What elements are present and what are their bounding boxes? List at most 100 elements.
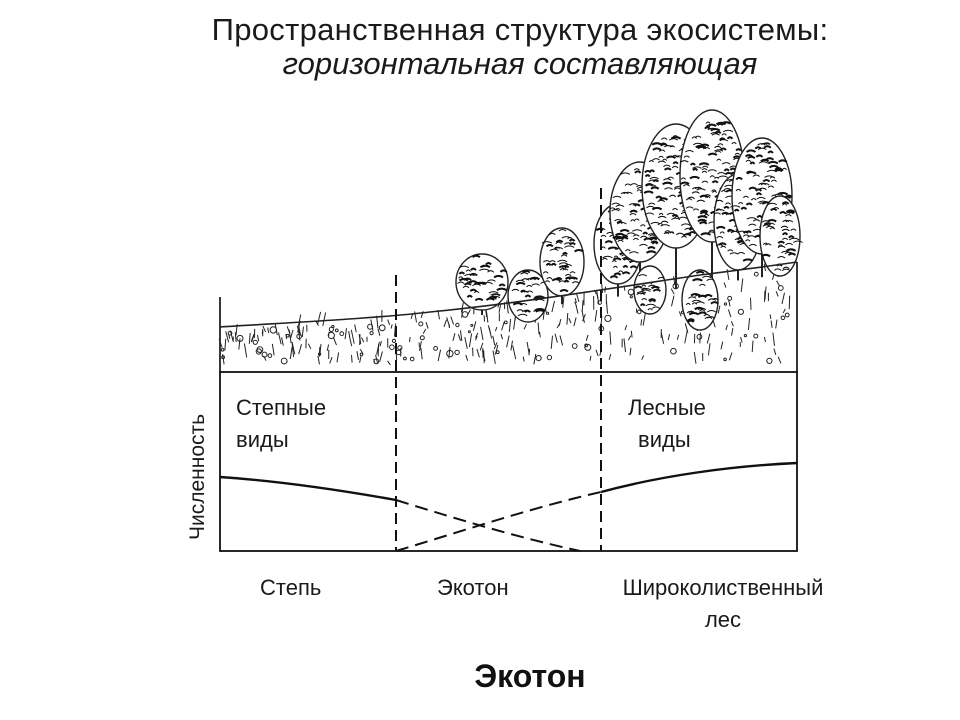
foliage-stroke — [687, 319, 695, 323]
foliage-stroke — [721, 211, 730, 216]
foliage-stroke — [522, 309, 531, 313]
foliage-stroke — [614, 232, 625, 237]
shrub-dot — [369, 331, 374, 336]
steppe-species-label-line1: Степные — [236, 395, 327, 420]
shrub-dot — [269, 326, 277, 334]
grass-stroke — [291, 343, 295, 357]
shrub-dot — [334, 328, 339, 333]
zone-label-forest: Широколиственный лес — [600, 572, 846, 636]
foliage-stroke — [793, 240, 803, 243]
foliage-stroke — [720, 121, 732, 125]
shrub-dot — [535, 355, 542, 362]
foliage-stroke — [758, 161, 769, 164]
foliage-stroke — [609, 275, 619, 279]
foliage-stroke — [550, 262, 557, 267]
foliage-stroke — [624, 183, 632, 186]
grass-stroke — [601, 284, 603, 293]
foliage-stroke — [641, 284, 647, 287]
foliage-stroke — [640, 289, 651, 292]
grass-stroke — [422, 328, 427, 334]
foliage-stroke — [770, 179, 777, 182]
foliage-stroke — [535, 309, 546, 313]
foliage-stroke — [602, 255, 613, 259]
foliage-stroke — [782, 167, 787, 170]
foliage-stroke — [715, 209, 725, 212]
foliage-stroke — [790, 228, 797, 231]
grass-stroke — [350, 329, 355, 344]
foliage-stroke — [474, 297, 484, 302]
grass-stroke — [468, 333, 473, 348]
foliage-stroke — [716, 158, 722, 161]
foliage-stroke — [779, 211, 787, 215]
grass-stroke — [537, 322, 540, 335]
grass-stroke — [594, 310, 598, 322]
grass-stroke — [562, 296, 565, 308]
foliage-stroke — [767, 150, 774, 154]
grass-stroke — [595, 349, 599, 357]
steppe-species-label-line2: виды — [236, 427, 289, 452]
grass-stroke — [336, 352, 340, 363]
foliage-stroke — [515, 281, 526, 286]
grass-stroke — [728, 299, 731, 307]
foliage-stroke — [617, 239, 624, 243]
foliage-stroke — [563, 279, 570, 283]
grass-stroke — [301, 326, 304, 338]
grass-stroke — [723, 282, 727, 288]
grass-stroke — [493, 342, 498, 350]
tree — [759, 195, 803, 277]
shrub-dot — [455, 322, 460, 328]
grass-stroke — [271, 343, 275, 356]
foliage-stroke — [649, 300, 656, 303]
grass-stroke — [289, 346, 293, 360]
tree — [539, 227, 585, 305]
grass-stroke — [510, 340, 513, 351]
foliage-stroke — [782, 266, 790, 270]
shrub-dot — [546, 354, 553, 361]
grass-stroke — [437, 349, 442, 362]
grass-stroke — [467, 309, 471, 315]
foliage-stroke — [674, 215, 680, 219]
horizon-line — [219, 261, 798, 328]
foliage-stroke — [785, 214, 792, 217]
foliage-stroke — [609, 207, 616, 210]
foliage-stroke — [745, 202, 753, 206]
foliage-stroke — [687, 318, 695, 322]
foliage-stroke — [567, 236, 573, 240]
foliage-stroke — [647, 246, 656, 250]
foliage-stroke — [698, 162, 710, 166]
grass-stroke — [359, 356, 362, 363]
foliage-stroke — [697, 218, 707, 223]
grass-stroke — [670, 288, 675, 295]
shrub-dot — [433, 346, 439, 351]
foliage-stroke — [757, 147, 767, 151]
foliage-stroke — [699, 283, 706, 287]
foliage-stroke — [469, 272, 478, 277]
foliage-stroke — [652, 288, 662, 292]
foliage-stroke — [526, 284, 533, 288]
grass-stroke — [574, 301, 577, 307]
foliage-stroke — [765, 157, 775, 161]
shrub-dot — [777, 285, 784, 291]
grass-stroke — [740, 336, 743, 343]
grass-stroke — [494, 326, 498, 332]
grass-stroke — [575, 304, 579, 314]
foliage-stroke — [649, 176, 659, 180]
shrub-dot — [753, 333, 759, 339]
foliage-stroke — [706, 316, 715, 319]
zone-label-ecotone: Экотон — [437, 575, 509, 600]
foliage-stroke — [742, 258, 754, 262]
foliage-stroke — [729, 252, 739, 255]
grass-stroke — [443, 319, 447, 327]
foliage-stroke — [704, 316, 713, 320]
foliage-stroke — [560, 254, 568, 257]
grass-stroke — [492, 350, 496, 364]
grass-stroke — [606, 301, 608, 314]
foliage-stroke — [785, 248, 797, 252]
landscape-illustration — [218, 109, 803, 372]
shrub-dot — [627, 288, 635, 296]
grass-stroke — [410, 314, 413, 320]
foliage-stroke — [774, 168, 783, 173]
foliage-stroke — [721, 162, 731, 165]
foliage-stroke — [704, 126, 711, 130]
foliage-stroke — [748, 243, 757, 247]
